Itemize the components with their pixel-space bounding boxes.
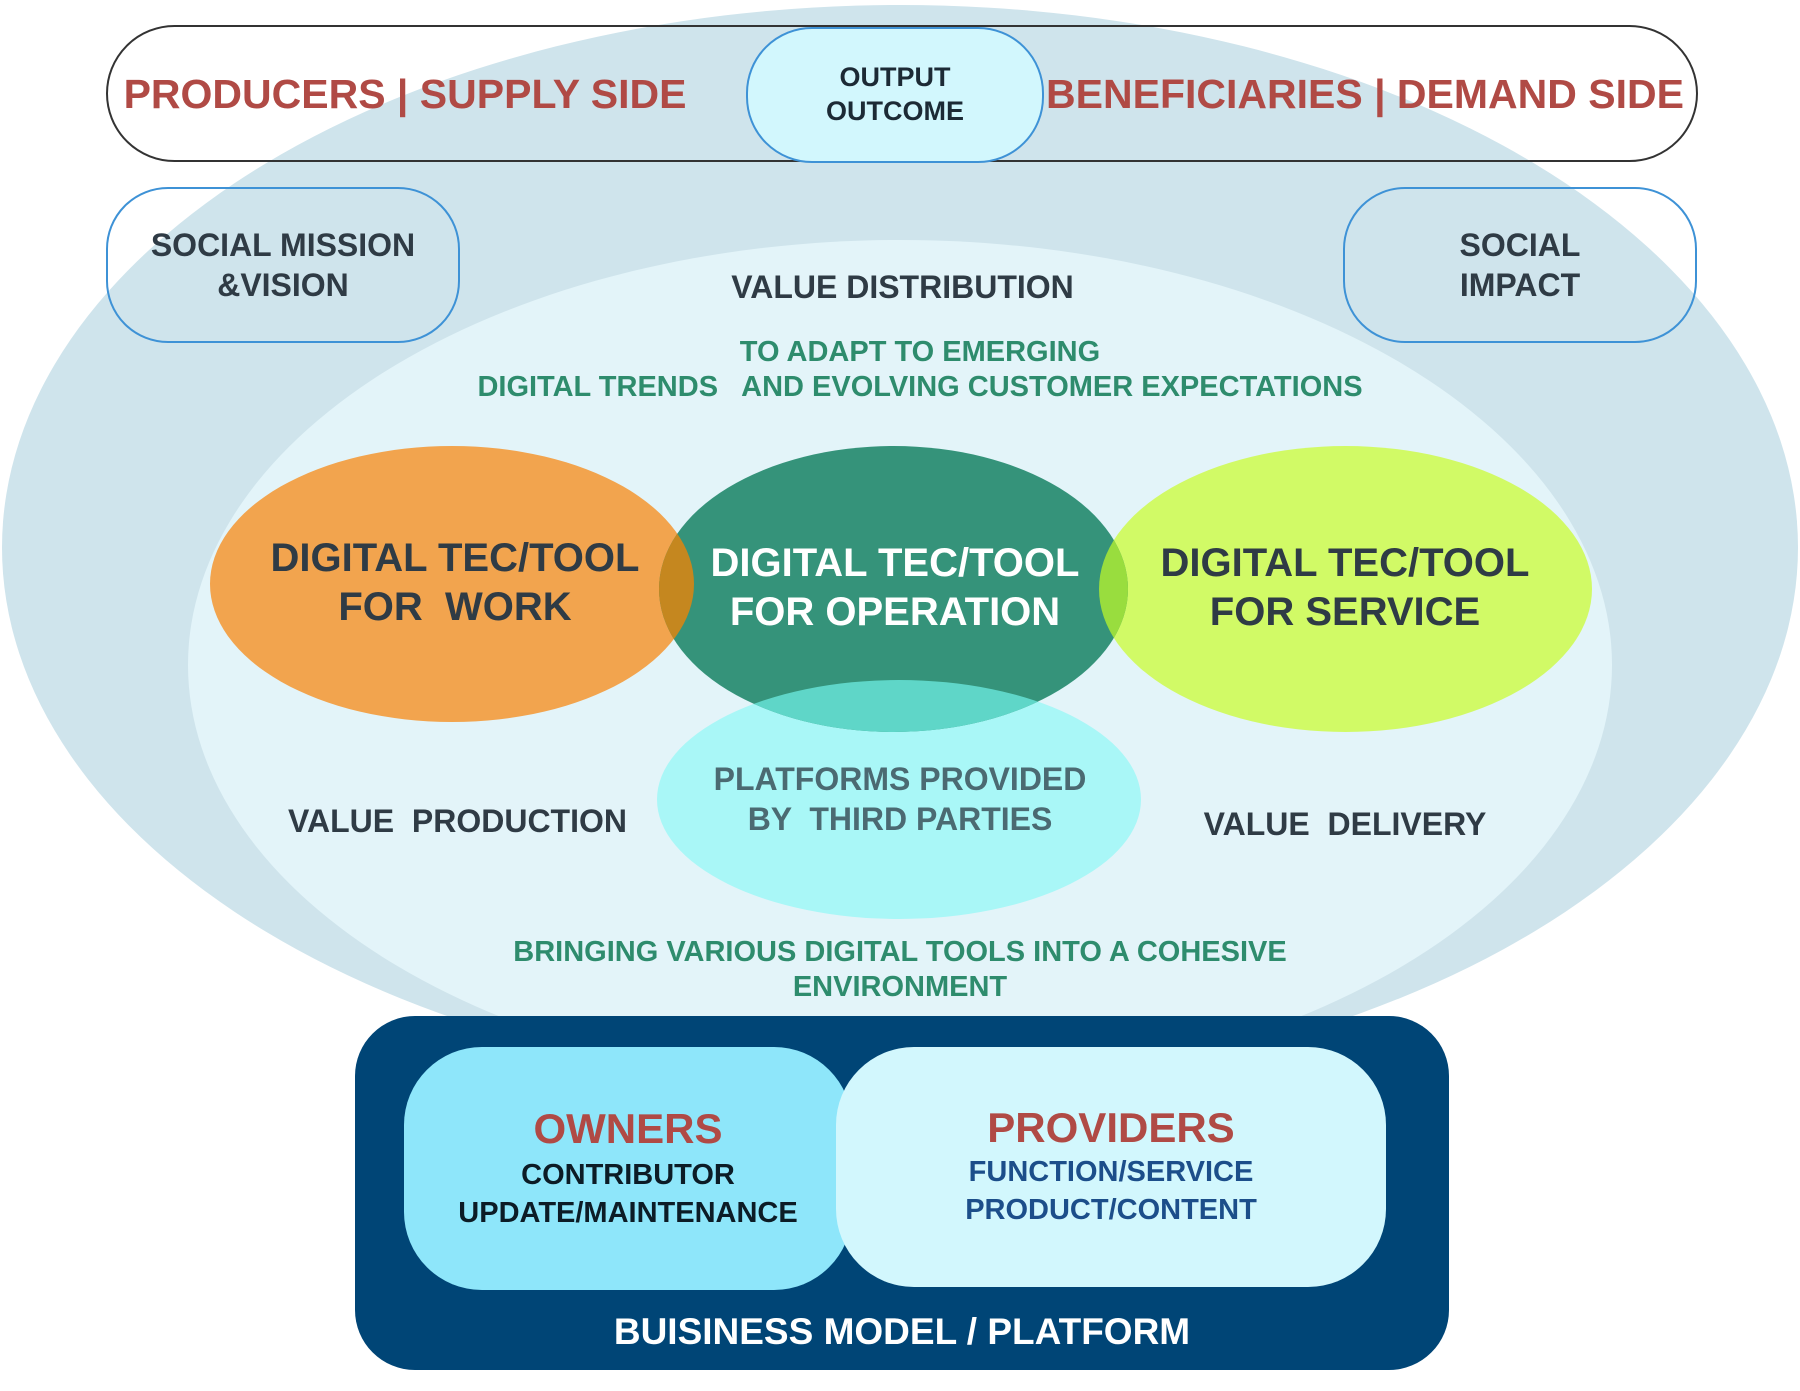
value-delivery-label: VALUE DELIVERY (1203, 805, 1487, 842)
social-mission-line1: SOCIAL MISSION (150, 227, 416, 263)
owners-line2: UPDATE/MAINTENANCE (458, 1196, 798, 1229)
social-mission-box: SOCIAL MISSION &VISION (106, 187, 460, 343)
operation-label: DIGITAL TEC/TOOL FOR OPERATION (660, 533, 1130, 643)
operation-label-line1: DIGITAL TEC/TOOL (710, 541, 1080, 586)
outcome-label: OUTCOME (826, 96, 964, 126)
platforms-label: PLATFORMS PROVIDED BY THIRD PARTIES (660, 754, 1140, 844)
producers-supply-side-label: PRODUCERS | SUPPLY SIDE (123, 71, 687, 118)
work-label: DIGITAL TEC/TOOL FOR WORK (220, 528, 690, 638)
value-distribution-label: VALUE DISTRIBUTION (731, 268, 1074, 305)
operation-label-line2: FOR OPERATION (729, 590, 1061, 634)
work-label-line2: FOR WORK (338, 585, 572, 629)
social-impact-box: SOCIAL IMPACT (1343, 187, 1697, 343)
adapt-text: TO ADAPT TO EMERGING DIGITAL TRENDS AND … (420, 330, 1420, 410)
adapt-text-line2: DIGITAL TRENDS AND EVOLVING CUSTOMER EXP… (477, 371, 1363, 403)
business-model-footer: BUISINESS MODEL / PLATFORM (613, 1311, 1191, 1353)
bringing-text: BRINGING VARIOUS DIGITAL TOOLS INTO A CO… (450, 932, 1350, 1008)
social-mission-line2: &VISION (217, 267, 349, 303)
service-label-line1: DIGITAL TEC/TOOL (1160, 541, 1530, 586)
output-outcome-pill: OUTPUT OUTCOME (746, 27, 1044, 163)
providers-line1: FUNCTION/SERVICE (968, 1156, 1254, 1189)
output-label: OUTPUT (839, 62, 951, 93)
work-ellipse (210, 446, 694, 722)
platforms-label-line1: PLATFORMS PROVIDED (713, 761, 1087, 797)
service-ellipse (1099, 446, 1592, 732)
owners-line1: CONTRIBUTOR (521, 1158, 735, 1191)
providers-box: PROVIDERS FUNCTION/SERVICE PRODUCT/CONTE… (836, 1047, 1386, 1287)
work-label-line1: DIGITAL TEC/TOOL (270, 536, 640, 581)
providers-line2: PRODUCT/CONTENT (965, 1194, 1257, 1226)
value-production-label: VALUE PRODUCTION (288, 802, 627, 839)
providers-title: PROVIDERS (987, 1104, 1235, 1152)
beneficiaries-demand-side-label: BENEFICIARIES | DEMAND SIDE (1046, 71, 1684, 118)
social-impact-line2: IMPACT (1459, 267, 1581, 303)
service-label-line2: FOR SERVICE (1209, 590, 1481, 634)
adapt-text-line1: TO ADAPT TO EMERGING (739, 336, 1101, 369)
platforms-label-line2: BY THIRD PARTIES (747, 801, 1053, 837)
service-label: DIGITAL TEC/TOOL FOR SERVICE (1110, 533, 1580, 643)
bringing-text-line2: ENVIRONMENT (792, 971, 1008, 1003)
owners-box: OWNERS CONTRIBUTOR UPDATE/MAINTENANCE (404, 1047, 852, 1290)
bringing-text-line1: BRINGING VARIOUS DIGITAL TOOLS INTO A CO… (513, 936, 1287, 969)
social-impact-line1: SOCIAL (1459, 227, 1581, 263)
owners-title: OWNERS (533, 1104, 723, 1152)
